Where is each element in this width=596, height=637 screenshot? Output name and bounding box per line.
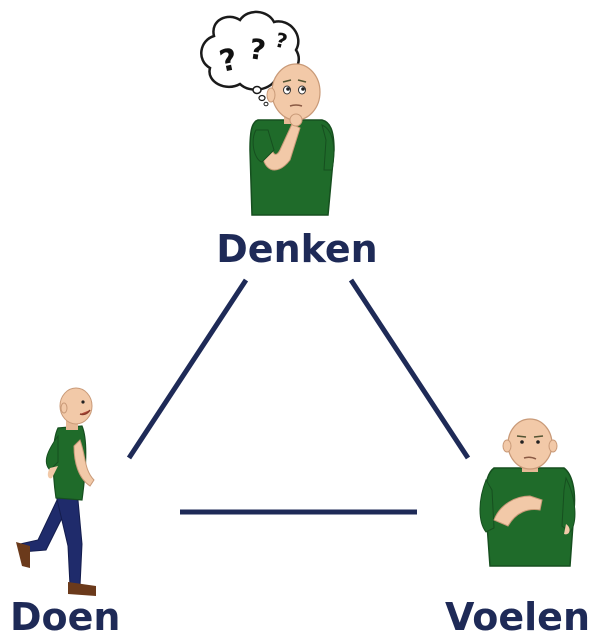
label-doen: Doen xyxy=(10,595,120,637)
feeling-figure xyxy=(479,418,576,567)
thought-bubble: ? ? ? xyxy=(200,10,301,107)
running-figure xyxy=(16,387,96,596)
label-denken: Denken xyxy=(216,227,377,271)
question-mark-2: ? xyxy=(247,32,268,67)
line-denken-doen xyxy=(126,278,249,460)
line-denken-voelen xyxy=(348,278,471,460)
thinking-figure: ? ? ? xyxy=(200,10,335,216)
label-voelen: Voelen xyxy=(445,595,590,637)
question-mark-3: ? xyxy=(273,28,290,54)
